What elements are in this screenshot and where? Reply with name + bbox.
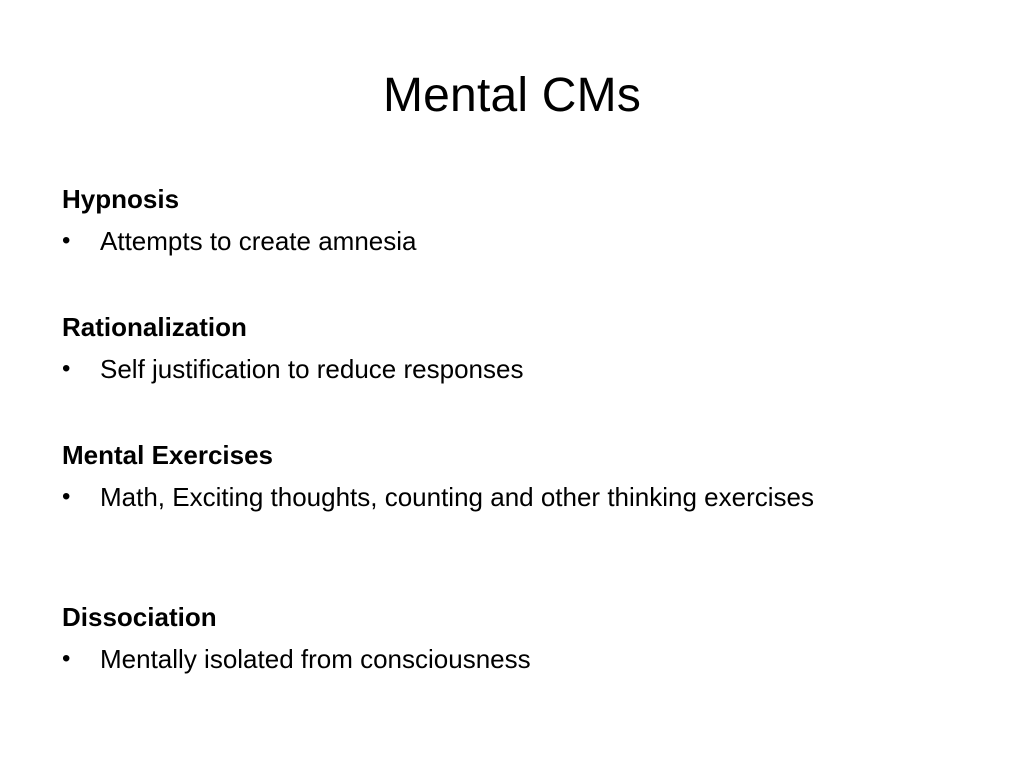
bullet-icon: • [62,483,71,510]
section-rationalization: Rationalization • Self justification to … [62,310,942,386]
bullet-item: • Attempts to create amnesia [62,224,942,258]
section-mental-exercises: Mental Exercises • Math, Exciting though… [62,438,942,514]
section-heading: Hypnosis [62,184,180,214]
bullet-item: • Self justification to reduce responses [62,352,942,386]
bullet-item: • Math, Exciting thoughts, counting and … [62,480,942,514]
bullet-item: • Mentally isolated from consciousness [62,642,942,676]
section-heading: Rationalization [62,312,247,342]
bullet-text: Mentally isolated from consciousness [100,644,531,674]
bullet-icon: • [62,645,71,672]
bullet-text: Attempts to create amnesia [100,226,417,256]
bullet-icon: • [62,227,71,254]
section-heading: Mental Exercises [62,440,274,470]
slide-title: Mental CMs [382,69,642,122]
section-heading: Dissociation [62,602,217,632]
bullet-text: Math, Exciting thoughts, counting and ot… [100,482,814,512]
bullet-icon: • [62,355,71,382]
bullet-text: Self justification to reduce responses [100,354,524,384]
section-dissociation: Dissociation • Mentally isolated from co… [62,600,942,676]
section-hypnosis: Hypnosis • Attempts to create amnesia [62,182,942,258]
